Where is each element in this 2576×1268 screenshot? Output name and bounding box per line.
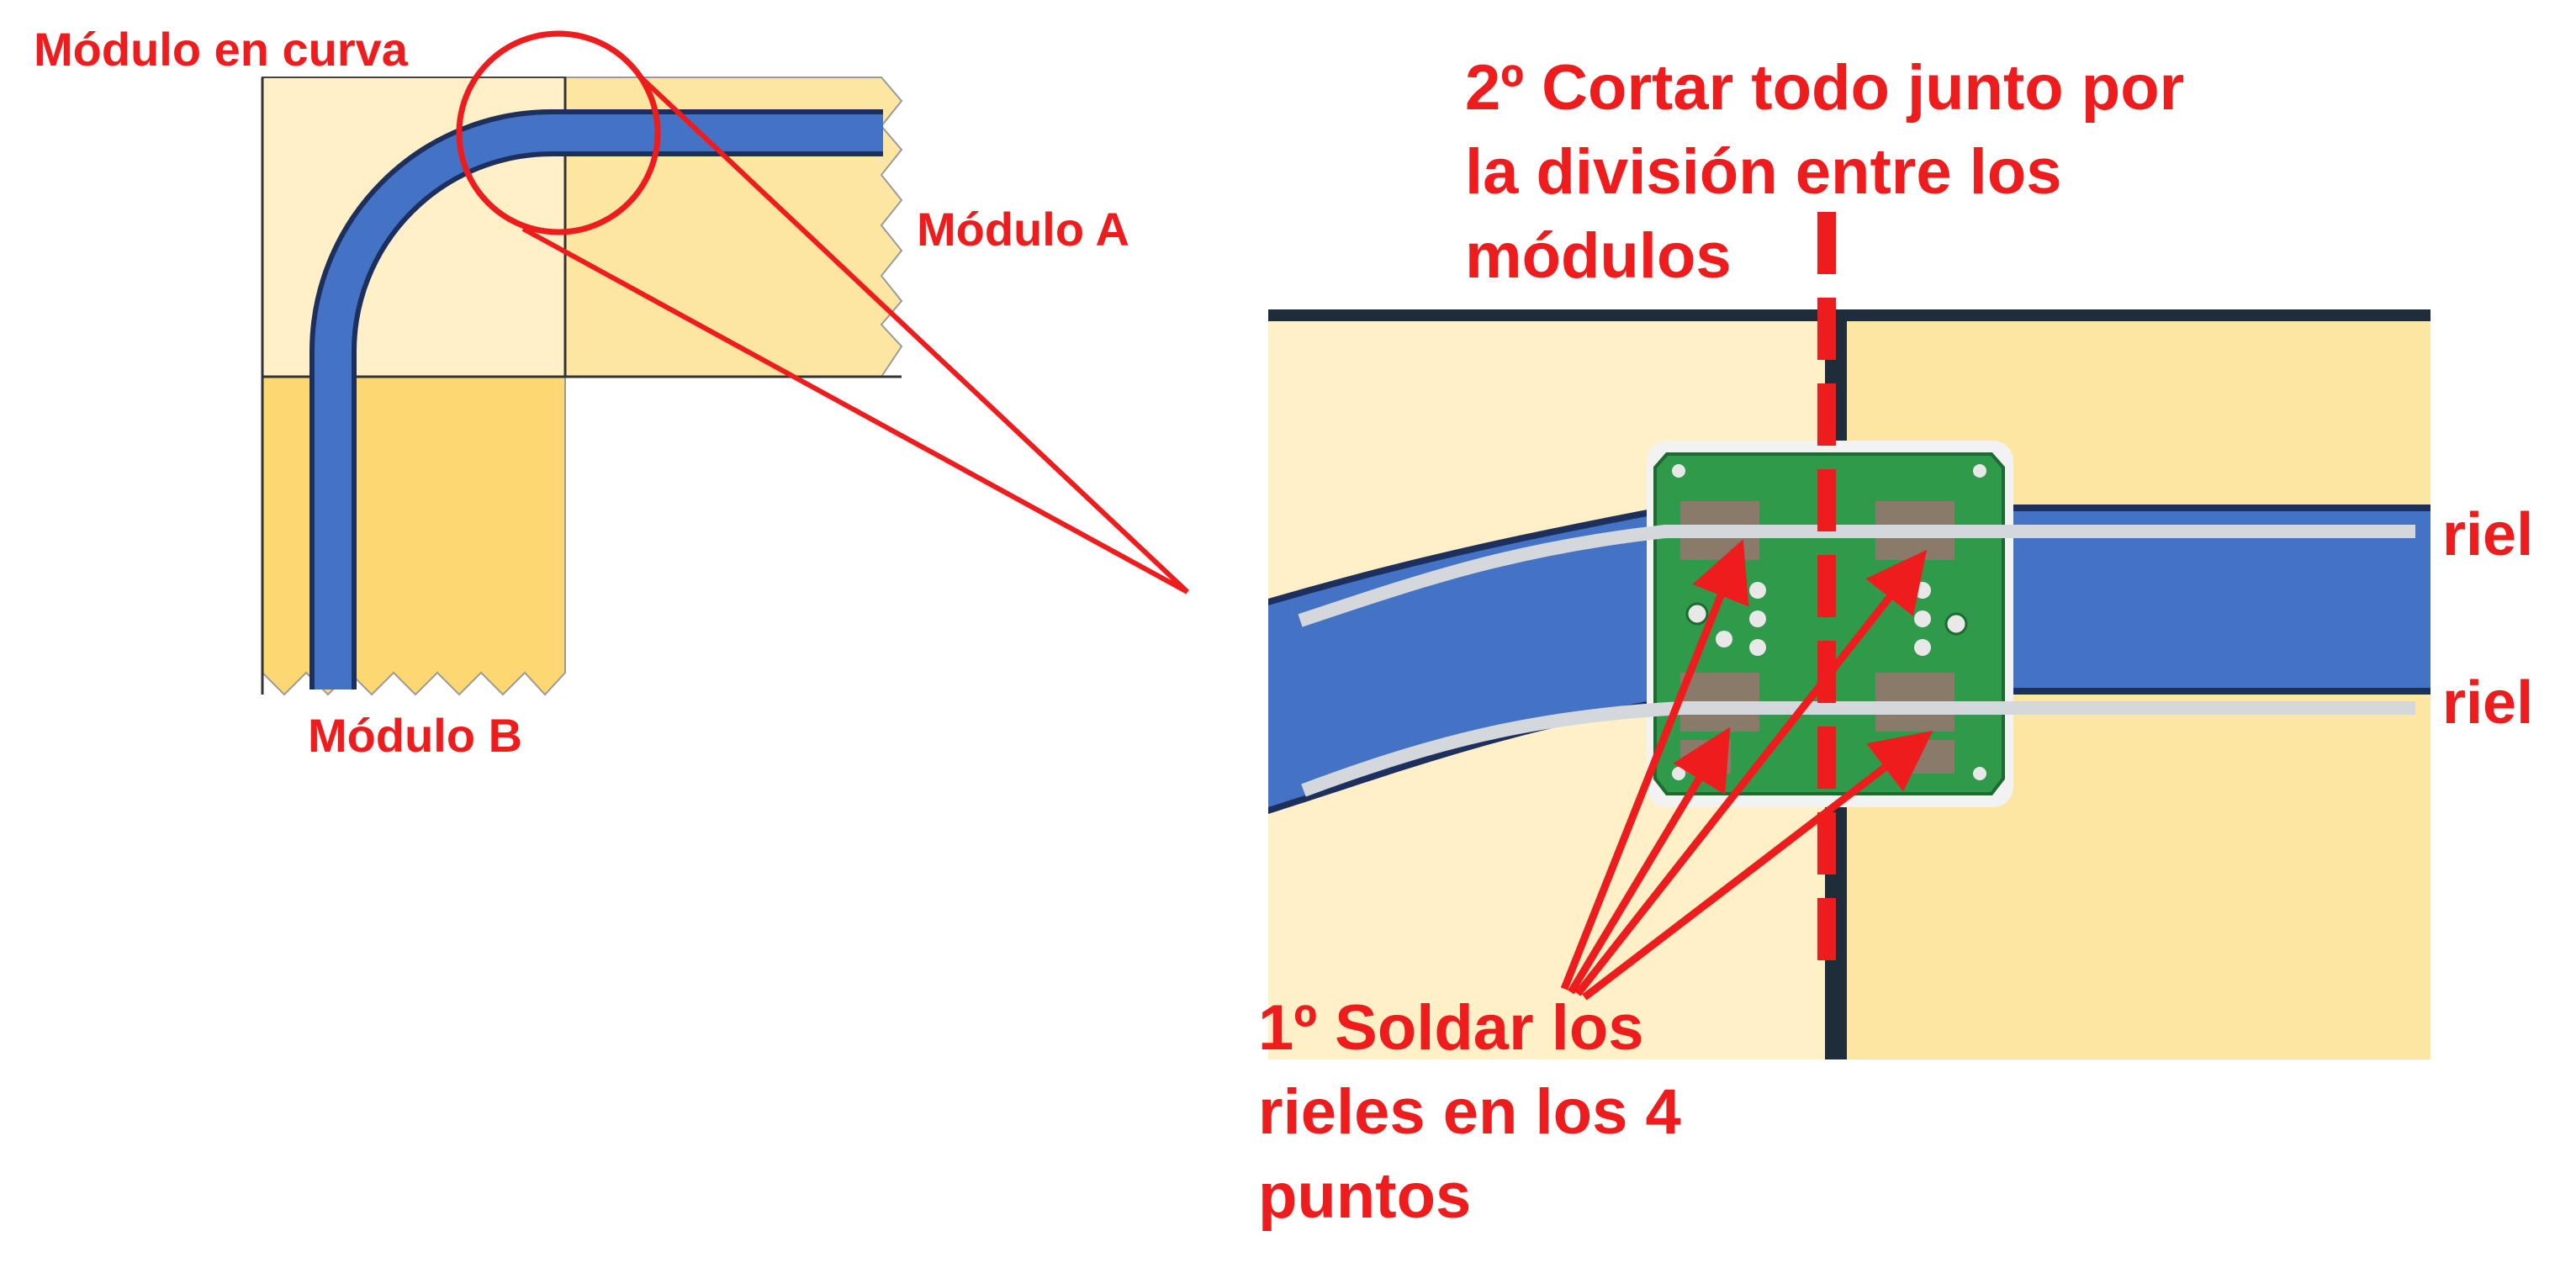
solder-step-line-1: 1º Soldar los [1258,992,1644,1064]
rail-top-line [1298,525,2415,627]
module-b-label: Módulo B [308,709,522,762]
overview-layout [261,30,1190,696]
cut-step-line-3: módulos [1465,220,1732,292]
rail-top-label: riel [2442,501,2533,568]
cut-step-line-2: la división entre los [1465,136,2062,208]
solder-arrows [1560,539,1933,1001]
module-b-block [262,376,566,696]
rail-bottom-line [1301,701,2415,797]
curve-module-label: Módulo en curva [34,23,409,76]
zoom-circle-icon [456,30,661,235]
zoomed-view [1268,309,2431,1059]
overview-track [315,114,883,689]
module-a-label: Módulo A [917,203,1129,256]
solder-step-line-3: puntos [1258,1160,1471,1232]
solder-step-line-2: rieles en los 4 [1258,1076,1681,1148]
cut-step-line-1: 2º Cortar todo junto por [1465,52,2184,124]
rail-bottom-label: riel [2442,669,2533,737]
